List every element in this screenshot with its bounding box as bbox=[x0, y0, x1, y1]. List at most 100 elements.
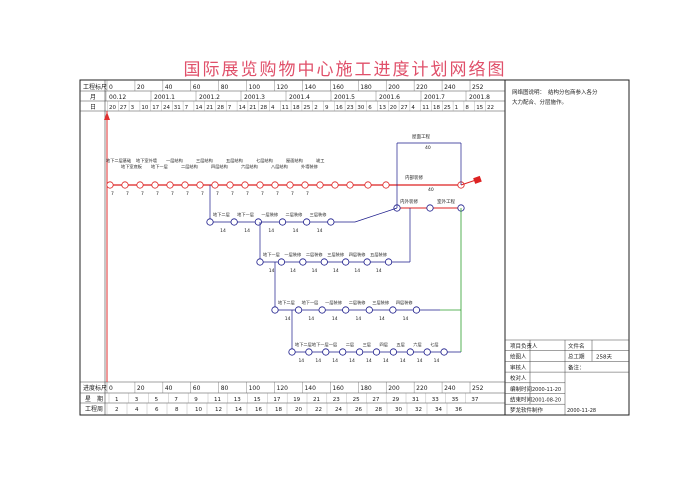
day-label: 4 bbox=[271, 105, 275, 111]
activity-label: 地下一层 bbox=[151, 163, 168, 170]
activity-label: 14 bbox=[349, 358, 355, 364]
day-label: 4 bbox=[411, 105, 415, 111]
notes-heading: 网络图说明： bbox=[512, 88, 545, 96]
activity-label: 14 bbox=[315, 358, 321, 364]
event-node bbox=[327, 218, 335, 226]
day-label: 27 bbox=[401, 105, 408, 111]
month-label: 00.12 bbox=[109, 94, 126, 101]
week-number: 1 bbox=[115, 397, 119, 403]
week-number: 37 bbox=[471, 397, 478, 403]
activity-label: 五层 bbox=[396, 342, 404, 348]
week-number: 31 bbox=[412, 397, 419, 403]
activity-label: 二层 bbox=[346, 342, 354, 348]
day-label: 21 bbox=[249, 105, 256, 111]
day-label: 1 bbox=[455, 105, 459, 111]
title-block-value: 2000-11-20 bbox=[532, 387, 561, 393]
notes-text-2: 大力配合、分层施作。 bbox=[512, 98, 567, 106]
month-label: 2001.2 bbox=[199, 94, 220, 101]
activity-label: 7 bbox=[306, 191, 309, 197]
workday-number: 28 bbox=[375, 407, 382, 413]
activity-label: 14 bbox=[376, 268, 382, 274]
bottom-tick-label: 240 bbox=[444, 385, 456, 392]
week-number: 33 bbox=[432, 397, 439, 403]
event-node bbox=[181, 181, 189, 189]
event-node bbox=[406, 348, 414, 356]
day-label: 30 bbox=[357, 105, 364, 111]
activity-label: 四层 bbox=[380, 342, 388, 348]
top-tick-label: 180 bbox=[360, 84, 372, 91]
event-node bbox=[339, 348, 347, 356]
bottom-tick-label: 40 bbox=[165, 385, 173, 392]
activity-label: 内部装修 bbox=[405, 174, 423, 181]
top-tick-label: 200 bbox=[388, 84, 400, 91]
activity-label: 三层装修 bbox=[372, 299, 390, 306]
outer-frame bbox=[79, 79, 630, 416]
day-label: 13 bbox=[379, 105, 386, 111]
event-node bbox=[382, 181, 390, 189]
activity-label: 14 bbox=[366, 358, 372, 364]
network-graph: 地下二层基础7地下室底板7地下室外墙7地下一层7一层结构7二层结构7三层结构7四… bbox=[106, 133, 482, 364]
top-tick-label: 252 bbox=[472, 84, 484, 91]
event-node bbox=[305, 348, 313, 356]
activity-label: 四层结构 bbox=[211, 163, 228, 170]
finish-flag bbox=[473, 175, 482, 184]
activity-label: 14 bbox=[356, 316, 362, 322]
event-node bbox=[412, 306, 421, 314]
activity-label: 7 bbox=[276, 191, 279, 197]
title-block-label-2: 总工期 bbox=[568, 353, 585, 361]
day-label: 18 bbox=[433, 105, 440, 111]
day-label: 28 bbox=[260, 105, 267, 111]
workday-number: 14 bbox=[235, 407, 242, 413]
event-node bbox=[254, 218, 262, 226]
activity-label: 一层 bbox=[329, 342, 337, 348]
day-label: 22 bbox=[487, 105, 494, 111]
activity-label: 7 bbox=[126, 191, 129, 197]
activity-label: 地下一层 bbox=[312, 341, 329, 348]
workday-number: 18 bbox=[275, 407, 282, 413]
month-label: 2001.3 bbox=[244, 94, 265, 101]
title-block-label: 审核人 bbox=[510, 363, 527, 371]
activity-label: 三层结构 bbox=[196, 157, 213, 164]
day-label: 27 bbox=[120, 105, 127, 111]
activity-label: 7 bbox=[231, 191, 234, 197]
workday-number: 26 bbox=[355, 407, 362, 413]
activity-label: 内外装修 bbox=[400, 198, 418, 205]
activity-label: 一层装修 bbox=[325, 299, 343, 306]
week-number: 27 bbox=[372, 397, 379, 403]
event-node bbox=[426, 204, 434, 212]
workday-row-label: 工程周 bbox=[85, 405, 103, 413]
workday-number: 2 bbox=[115, 407, 119, 413]
activity-label: 14 bbox=[285, 316, 291, 322]
scale-label-top: 工程标尺 bbox=[83, 83, 107, 91]
activity-label: 五层装修 bbox=[370, 251, 388, 258]
event-node bbox=[299, 258, 307, 266]
event-node bbox=[363, 258, 371, 266]
event-node bbox=[342, 258, 350, 266]
event-node bbox=[271, 181, 279, 189]
activity-label: 三层 bbox=[363, 342, 371, 348]
activity-label: 六层结构 bbox=[241, 163, 258, 170]
workday-number: 30 bbox=[395, 407, 402, 413]
workday-number: 6 bbox=[155, 407, 159, 413]
activity-label: 二层装修 bbox=[349, 299, 367, 306]
activity-label: 七层 bbox=[430, 341, 438, 348]
activity-label: 14 bbox=[268, 228, 274, 234]
activity-label: 7 bbox=[261, 191, 264, 197]
day-label: 2 bbox=[314, 105, 318, 111]
bottom-tick-label: 140 bbox=[304, 385, 316, 392]
activity-label: 14 bbox=[298, 358, 304, 364]
activity-label: 14 bbox=[293, 228, 299, 234]
activity-label: 14 bbox=[290, 268, 296, 274]
bottom-tick-label: 180 bbox=[360, 385, 372, 392]
page-title: 国际展览购物中心施工进度计划网络图 bbox=[183, 60, 507, 80]
event-node bbox=[230, 218, 238, 226]
activity-label: 7 bbox=[201, 191, 204, 197]
title-block-label: 编制时间 bbox=[510, 385, 532, 393]
activity-label: 屋面工程 bbox=[412, 133, 430, 140]
activity-label: 14 bbox=[317, 228, 323, 234]
event-node bbox=[423, 348, 431, 356]
event-node bbox=[196, 181, 204, 189]
week-number: 13 bbox=[234, 397, 241, 403]
